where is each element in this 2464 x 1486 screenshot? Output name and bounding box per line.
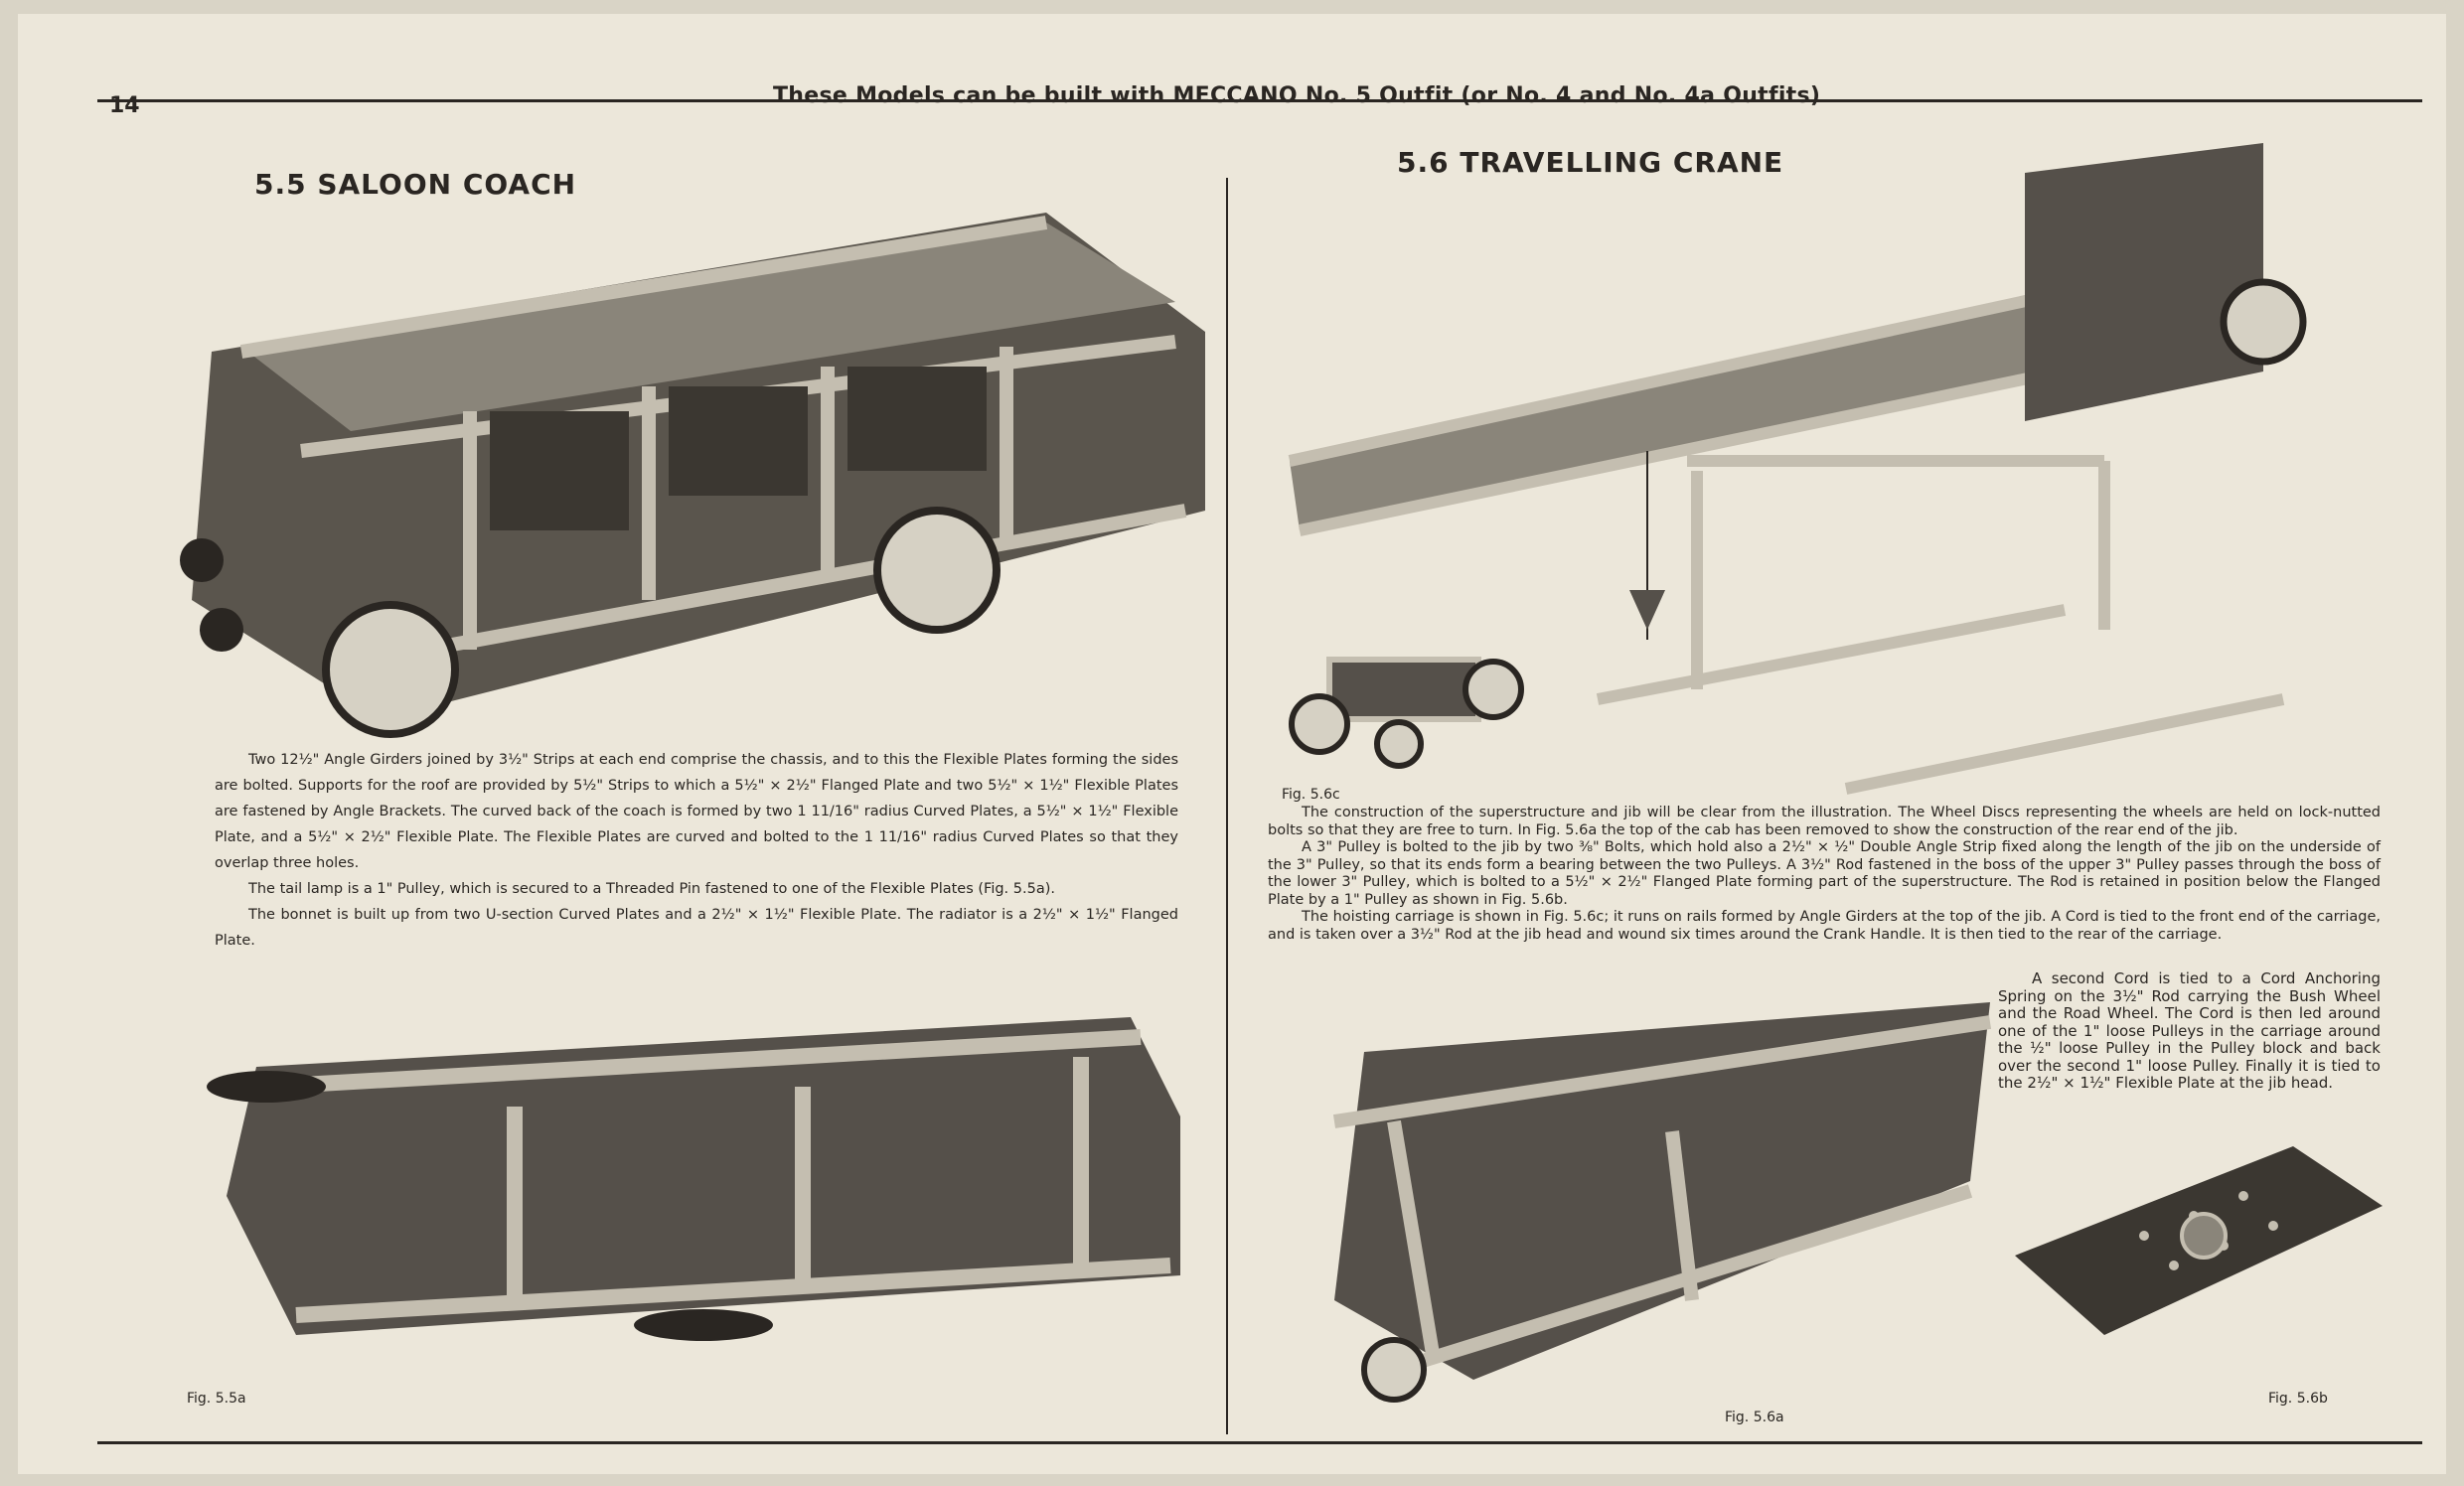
travelling-crane-description: The construction of the superstructure a… [1268, 805, 2381, 944]
saloon-coach-title: 5.5 SALOON COACH [254, 168, 577, 201]
paragraph: The construction of the superstructure a… [1268, 805, 2381, 838]
saloon-coach-illustration [180, 213, 1205, 738]
running-title: These Models can be built with MECCANO N… [773, 83, 1821, 108]
paragraph: The hoisting carriage is shown in Fig. 5… [1268, 909, 2381, 943]
cord-description: A second Cord is tied to a Cord Anchorin… [1998, 969, 2381, 1092]
paragraph: The bonnet is built up from two U-sectio… [215, 907, 1178, 949]
crane-cab-interior-illustration [1332, 1002, 1992, 1403]
header-rule [97, 99, 2422, 102]
catalogue-page: 14 These Models can be built with MECCAN… [18, 14, 2446, 1474]
flanged-plate-underside-illustration [2015, 1146, 2383, 1335]
column-divider [1226, 178, 1228, 1434]
saloon-coach-description: Two 12½" Angle Girders joined by 3½" Str… [215, 747, 1178, 954]
fig-5-5a-caption: Fig. 5.5a [187, 1391, 246, 1407]
saloon-coach-underside-illustration [207, 1017, 1180, 1341]
paragraph: The tail lamp is a 1" Pulley, which is s… [248, 881, 1055, 897]
page-number: 14 [109, 93, 140, 118]
travelling-crane-illustration [1288, 143, 2307, 795]
travelling-crane-title: 5.6 TRAVELLING CRANE [1397, 146, 1784, 179]
footer-rule [97, 1441, 2422, 1444]
paragraph: Two 12½" Angle Girders joined by 3½" Str… [215, 752, 1178, 871]
fig-5-6a-caption: Fig. 5.6a [1725, 1410, 1784, 1425]
fig-5-6b-caption: Fig. 5.6b [2268, 1391, 2328, 1407]
fig-5-6c-caption: Fig. 5.6c [1282, 787, 1340, 803]
paragraph: A 3" Pulley is bolted to the jib by two … [1268, 839, 2381, 908]
hoisting-carriage-illustration [1289, 657, 1524, 769]
